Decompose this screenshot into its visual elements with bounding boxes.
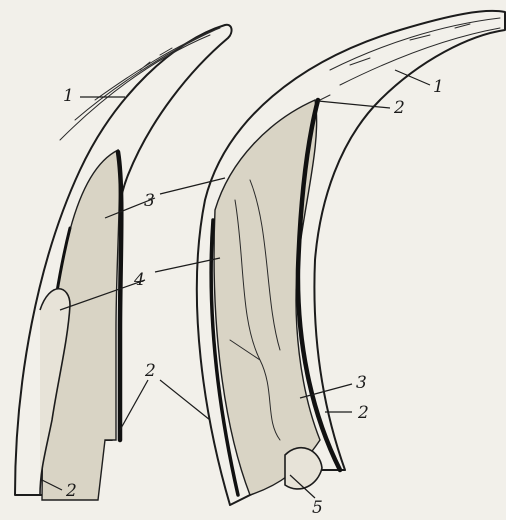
label-5: 5 <box>312 498 323 518</box>
right-striations <box>300 18 500 110</box>
label-3-left: 3 <box>144 191 155 211</box>
label-1-left: 1 <box>63 86 74 106</box>
label-2-mid: 2 <box>144 361 156 381</box>
right-pulp-cavity <box>214 100 320 495</box>
leader-3-left-b <box>160 178 225 194</box>
right-tooth <box>197 11 505 505</box>
label-2-top: 2 <box>393 98 405 118</box>
label-2-bottom: 2 <box>65 481 77 501</box>
label-3-right: 3 <box>356 373 367 393</box>
leader-2-mid-b <box>160 380 210 420</box>
label-1-right: 1 <box>433 77 444 97</box>
right-base-structure <box>285 448 322 489</box>
left-striations <box>60 28 220 140</box>
leader-2-mid-a <box>120 380 148 430</box>
label-4: 4 <box>133 270 145 290</box>
label-2-right: 2 <box>357 403 369 423</box>
